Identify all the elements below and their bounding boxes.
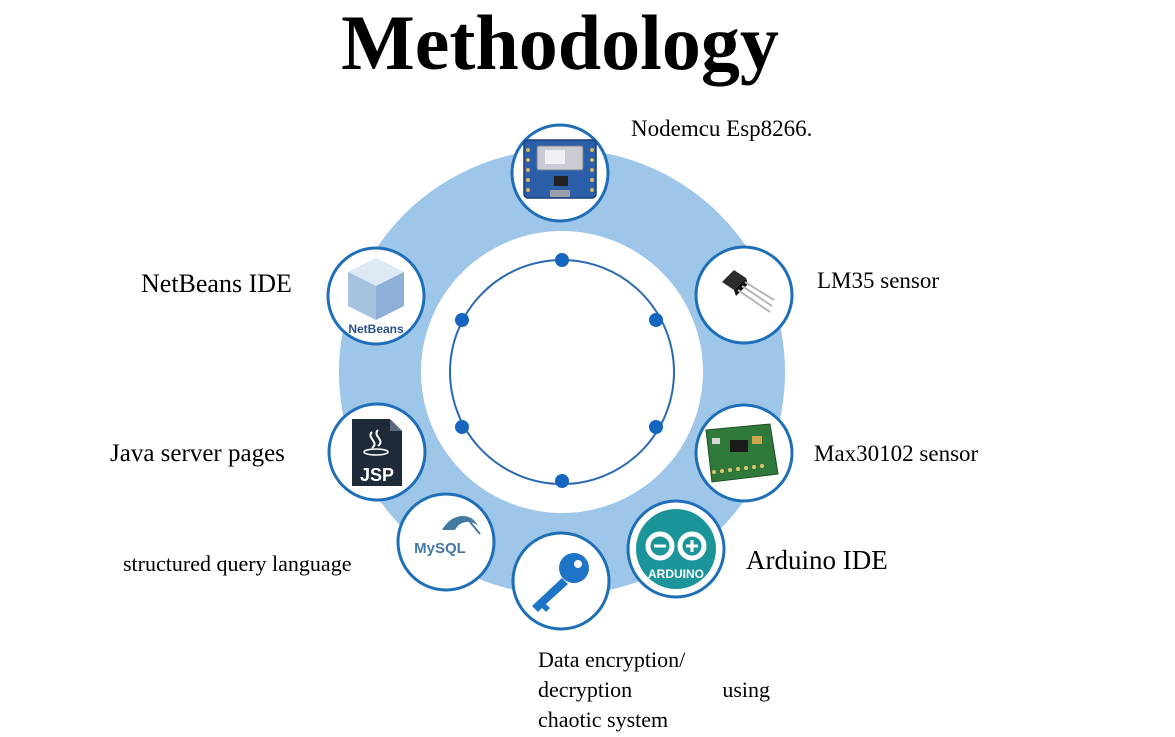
node-nodemcu (510, 123, 610, 223)
label-lm35: LM35 sensor (817, 268, 940, 293)
nodemcu-board-icon (523, 139, 597, 199)
netbeans-logo-icon: NetBeans (348, 258, 404, 336)
label-nodemcu: Nodemcu Esp8266. (631, 116, 813, 141)
lm35-sensor-icon (722, 270, 775, 313)
arduino-logo-icon: ARDUINO (636, 509, 716, 589)
key-icon (532, 553, 589, 612)
label-arduino: Arduino IDE (746, 545, 888, 575)
label-encryption: Data encryption/ decryption using chaoti… (538, 645, 770, 735)
max30102-board-icon (705, 423, 779, 483)
ring-dot (455, 313, 469, 327)
ring-dot (455, 420, 469, 434)
label-encryption-line-2: decryption using (538, 677, 770, 702)
label-jsp: Java server pages (110, 440, 285, 467)
label-encryption-line-1: Data encryption/ (538, 647, 686, 672)
label-netbeans: NetBeans IDE (141, 269, 292, 298)
node-encryption (511, 531, 611, 631)
ring-dot (555, 253, 569, 267)
mysql-logo-text: MySQL (414, 540, 466, 557)
jsp-file-icon: JSP (352, 419, 402, 486)
node-jsp: JSP (327, 402, 427, 502)
node-lm35 (694, 245, 794, 345)
arduino-logo-text: ARDUINO (648, 567, 704, 581)
ring-dot (555, 474, 569, 488)
inner-ring (449, 259, 675, 485)
netbeans-logo-text: NetBeans (348, 322, 404, 336)
node-netbeans: NetBeans (326, 246, 426, 346)
page-title: Methodology (341, 0, 779, 86)
jsp-logo-text: JSP (360, 465, 394, 485)
ring-dot (649, 313, 663, 327)
mysql-logo-icon: MySQL (414, 515, 481, 557)
node-mysql: MySQL (396, 492, 496, 592)
node-max30102 (694, 403, 794, 503)
node-arduino: ARDUINO (626, 499, 726, 599)
label-mysql: structured query language (123, 551, 352, 576)
ring-dot (649, 420, 663, 434)
label-encryption-line-3: chaotic system (538, 707, 669, 732)
label-max30102: Max30102 sensor (814, 441, 979, 466)
